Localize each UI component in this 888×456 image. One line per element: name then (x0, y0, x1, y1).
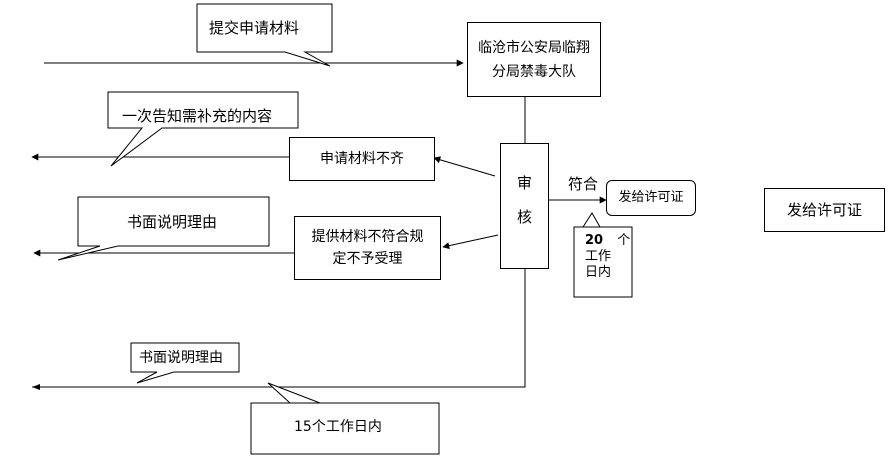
noncompliant-box: 提供材料不符合规定不予受理 (294, 216, 441, 280)
days-20-number: 20 (585, 233, 604, 248)
review-label: 审核 (517, 174, 533, 226)
days-15-callout-text: 15个工作日内 (294, 419, 382, 435)
reason-2-callout-shape (130, 342, 240, 384)
permit-box: 发给许可证 (764, 188, 885, 232)
days-15-callout-shape (250, 382, 440, 455)
days-20-callout-text: 20 个 工作日内 (585, 233, 631, 281)
authority-box: 临沧市公安局临翔分局禁毒大队 (467, 22, 601, 97)
days-20-unit: 个 (617, 233, 631, 248)
days-20-callout-shape (573, 212, 633, 298)
meets-label: 符合 (568, 175, 599, 193)
return-arrowhead (32, 384, 40, 390)
review-box: 审核 (500, 143, 549, 269)
reason-1-callout-shape (57, 196, 270, 261)
incomplete-box: 申请材料不齐 (289, 137, 435, 181)
submit-callout-shape (196, 3, 333, 67)
review-noncompliant-arrow (442, 234, 499, 250)
permit-small-box: 发给许可证 (606, 180, 696, 216)
reason-1-callout-text: 书面说明理由 (127, 213, 218, 231)
review-return-line (32, 269, 526, 388)
notify-callout-text: 一次告知需补充的内容 (122, 107, 273, 125)
days-20-rest: 工作日内 (585, 249, 612, 280)
review-incomplete-arrow (433, 156, 496, 177)
reason-2-callout-text: 书面说明理由 (139, 350, 223, 366)
notify-callout-shape (107, 91, 299, 167)
submit-callout-text: 提交申请材料 (209, 19, 300, 37)
